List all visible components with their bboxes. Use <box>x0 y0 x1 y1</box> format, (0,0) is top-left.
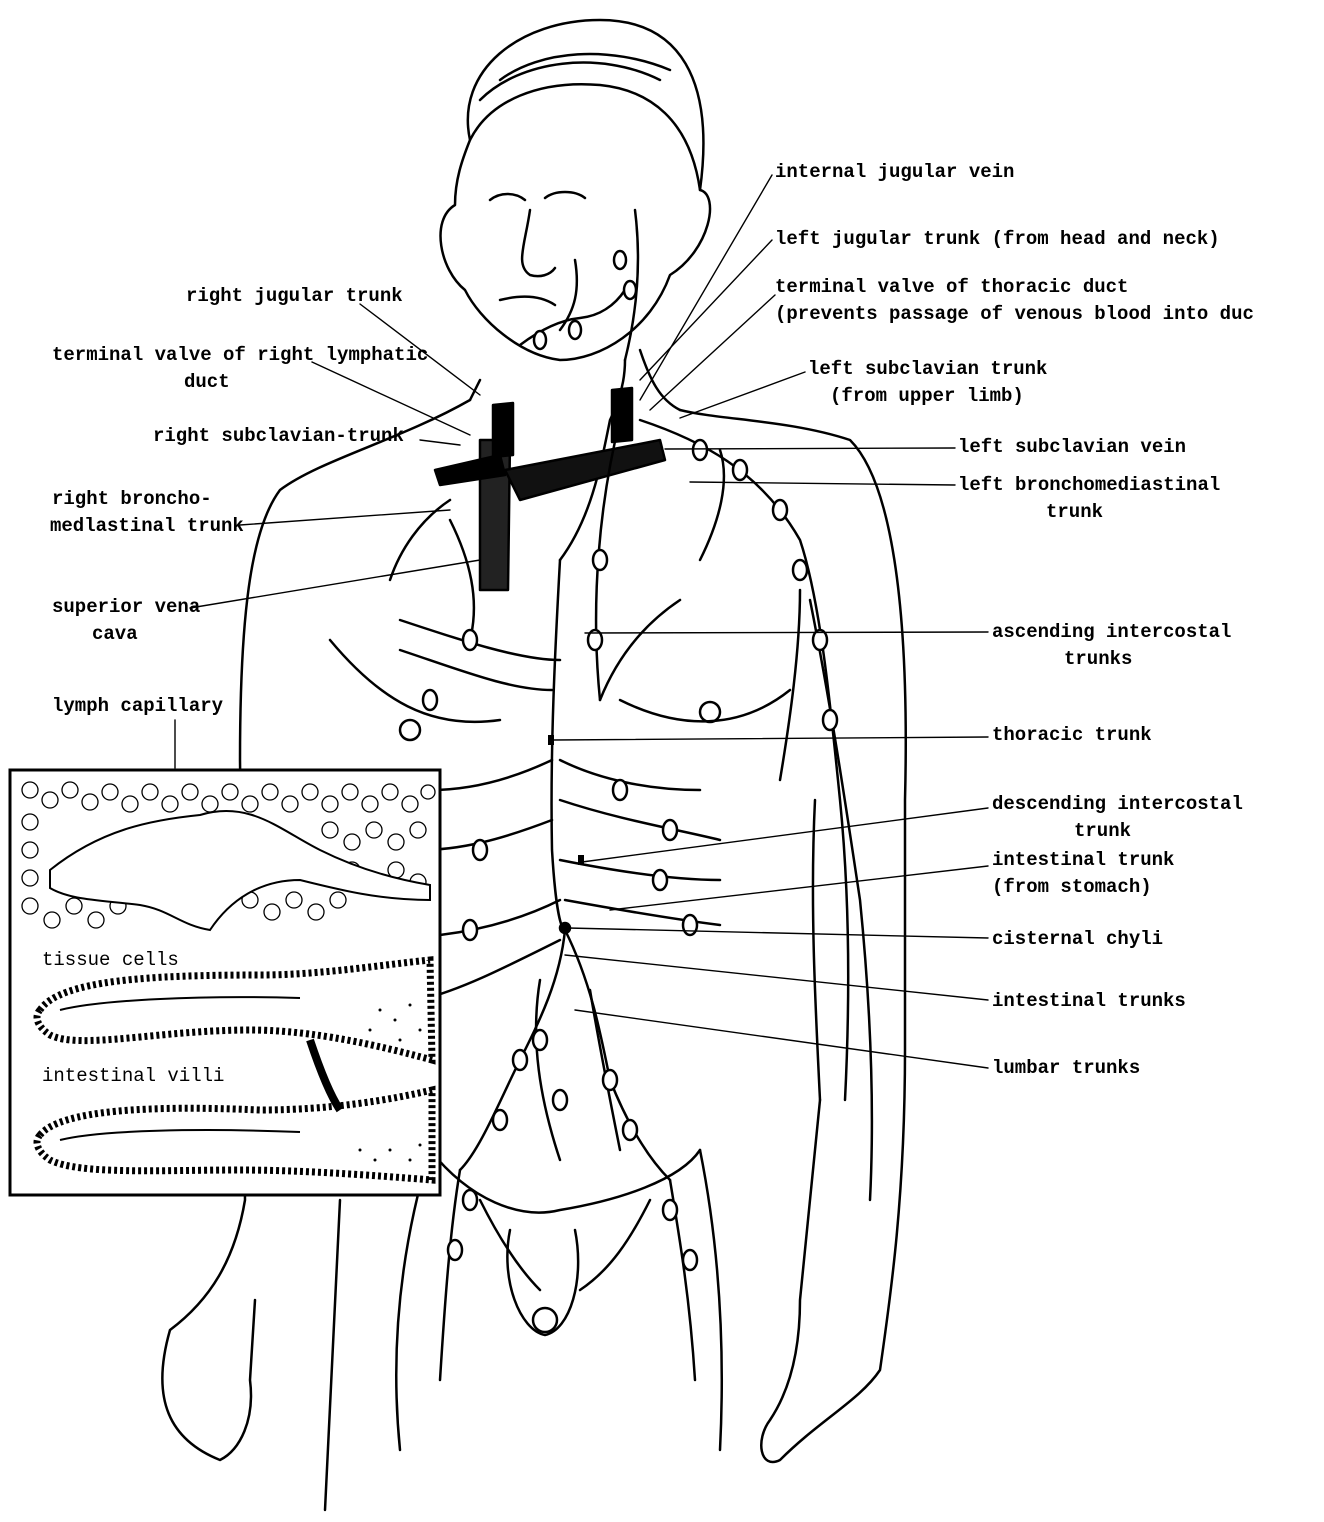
label-right-jugular-trunk: right jugular trunk <box>186 283 403 310</box>
leader-left-broncho <box>690 482 955 485</box>
label-cisternal-chyli: cisternal chyli <box>992 926 1163 953</box>
nipple-left <box>400 720 420 740</box>
leader-lumbar-trunks <box>575 1010 988 1068</box>
label-terminal-valve-right-line2: duct <box>184 369 230 396</box>
leader-left-subclavian-trunk <box>680 372 805 418</box>
label-ascending-intercostal-line2: trunks <box>1064 646 1132 673</box>
nose <box>522 210 555 276</box>
genitals <box>507 1230 578 1335</box>
leader-descending-intercostal <box>582 808 988 862</box>
hip-right <box>700 1150 722 1450</box>
label-left-subclavian-trunk-line1: left subclavian trunk <box>808 356 1047 383</box>
leader-superior-vena-cava <box>190 560 480 608</box>
label-descending-intercostal-line2: trunk <box>1074 818 1131 845</box>
right-jugular-vein <box>493 403 513 457</box>
label-terminal-valve-thoracic-line2: (prevents passage of venous blood into d… <box>775 301 1254 328</box>
label-internal-jugular-vein: internal jugular vein <box>775 159 1014 186</box>
label-superior-vena-cava-line1: superior vena <box>52 594 200 621</box>
label-left-subclavian-trunk-line2: (from upper limb) <box>830 383 1024 410</box>
label-lymph-capillary: lymph capillary <box>52 693 223 720</box>
label-intestinal-trunks: intestinal trunks <box>992 988 1186 1015</box>
label-terminal-valve-right-line1: terminal valve of right lymphatic <box>52 342 428 369</box>
pectoral-right <box>620 690 790 721</box>
label-left-bronchomediastinal-line2: trunk <box>1046 499 1103 526</box>
leader-right-broncho <box>240 510 450 525</box>
label-descending-intercostal-line1: descending intercostal <box>992 791 1243 818</box>
right-arm-inner <box>813 800 820 1100</box>
inset-label-tissue-cells: tissue cells <box>42 947 179 974</box>
label-intestinal-trunk-line1: intestinal trunk <box>992 847 1174 874</box>
label-left-bronchomediastinal-line1: left bronchomediastinal <box>958 472 1220 499</box>
pectoral-left <box>330 640 500 722</box>
leader-cisternal-chyli <box>568 928 988 938</box>
leader-intestinal-trunks <box>565 955 988 1000</box>
left-arm-inner <box>325 1200 340 1510</box>
leader-ascending-intercostal <box>585 632 988 633</box>
label-left-subclavian-vein: left subclavian vein <box>958 434 1186 461</box>
mouth <box>500 297 555 305</box>
leader-right-subclavian-trunk <box>420 440 460 445</box>
label-superior-vena-cava-line2: cava <box>92 621 138 648</box>
leader-terminal-valve-thoracic <box>650 295 775 410</box>
leader-thoracic-trunk <box>553 737 988 740</box>
label-right-subclavian-trunk: right subclavian-trunk <box>153 423 404 450</box>
label-right-broncho-line1: right broncho- <box>52 486 212 513</box>
inset-label-intestinal-villi: intestinal villi <box>42 1063 224 1090</box>
leader-internal-jugular <box>640 175 772 400</box>
leader-intestinal-trunk <box>610 866 988 910</box>
label-terminal-valve-thoracic-line1: terminal valve of thoracic duct <box>775 274 1128 301</box>
label-right-broncho-line2: medlastinal trunk <box>50 513 244 540</box>
nipple-right <box>700 702 720 722</box>
inset-panel <box>10 770 440 1195</box>
left-jugular-vein <box>612 388 632 442</box>
left-brachiocephalic-vein <box>505 440 665 500</box>
hair <box>470 84 700 190</box>
eyes <box>490 192 585 200</box>
label-thoracic-trunk: thoracic trunk <box>992 722 1152 749</box>
label-lumbar-trunks: lumbar trunks <box>992 1055 1140 1082</box>
label-left-jugular-trunk: left jugular trunk (from head and neck) <box>775 226 1220 253</box>
label-ascending-intercostal-line1: ascending intercostal <box>992 619 1231 646</box>
label-intestinal-trunk-line2: (from stomach) <box>992 874 1152 901</box>
